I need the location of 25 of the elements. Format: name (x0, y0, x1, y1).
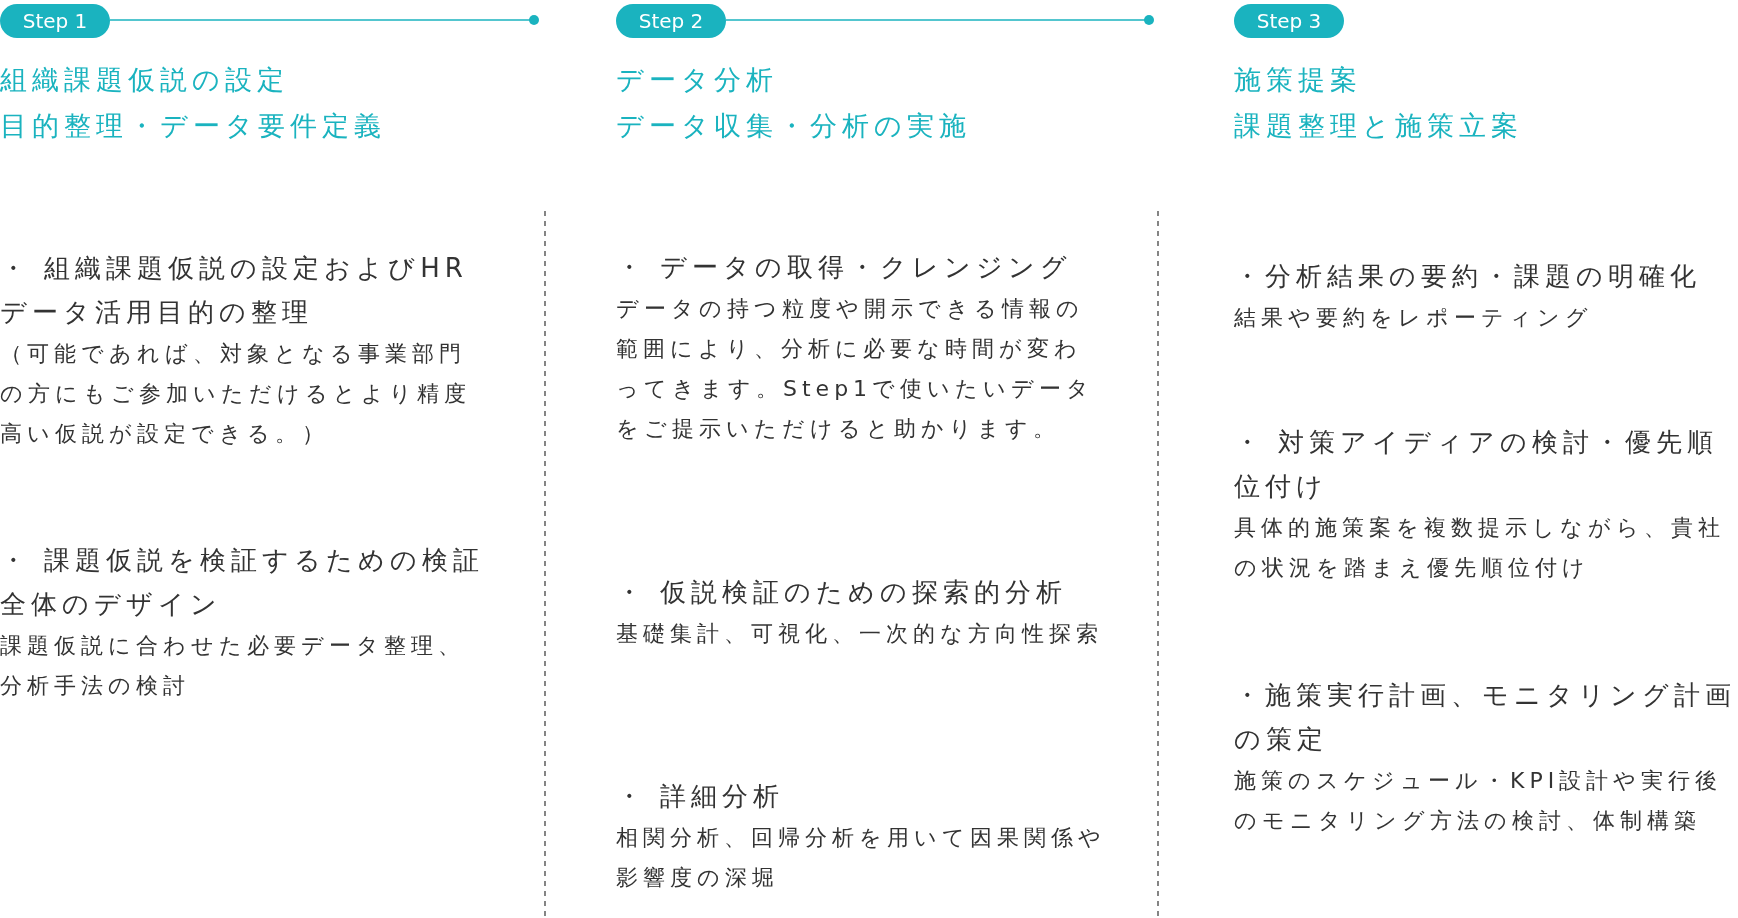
item-heading: ・ 対策アイディアの検討・優先順位付け (1234, 426, 1720, 503)
item-description: 結果や要約をレポーティング (1234, 304, 1594, 332)
item-description: 具体的施策案を複数提示しながら、貴社の状況を踏まえ優先順位付け (1234, 514, 1726, 582)
item-heading: ・ 組織課題仮説の設定およびHRデータ活用目的の整理 (0, 252, 469, 329)
item-heading: ・施策実行計画、モニタリング計画の策定 (1234, 679, 1737, 756)
step-heading: 組織課題仮説の設定 (0, 63, 290, 97)
step-heading: 目的整理・データ要件定義 (0, 109, 387, 143)
item-description: （可能であれば、対象となる事業部門の方にもご参加いただけるとより精度高い仮説が設定できる。） (0, 340, 472, 448)
item-heading: ・ 詳細分析 (616, 780, 786, 813)
step-badge: Step 1 (0, 4, 110, 38)
step-heading: データ収集・分析の実施 (616, 109, 972, 143)
step-badge: Step 2 (616, 4, 726, 38)
item-description: 相関分析、回帰分析を用いて因果関係や影響度の深堀 (616, 824, 1106, 892)
step-badge: Step 3 (1234, 4, 1344, 38)
item-description: データの持つ粒度や開示できる情報の範囲により、分析に必要な時間が変わってきます。Step1で使いたいデータをご提示いただけると助かります。 (616, 295, 1096, 443)
step-heading: 課題整理と施策立案 (1234, 109, 1524, 143)
item-description: 基礎集計、可視化、一次的な方向性探索 (616, 620, 1104, 648)
step-heading: 施策提案 (1234, 63, 1363, 97)
item-heading: ・ 仮説検証のための探索的分析 (616, 576, 1069, 609)
item-heading: ・分析結果の要約・課題の明確化 (1234, 260, 1702, 293)
item-heading: ・ データの取得・クレンジング (616, 251, 1074, 284)
item-description: 施策のスケジュール・KPI設計や実行後のモニタリング方法の検討、体制構築 (1234, 767, 1724, 835)
item-description: 課題仮説に合わせた必要データ整理、分析手法の検討 (0, 632, 466, 700)
step-heading: データ分析 (616, 63, 779, 97)
item-heading: ・ 課題仮説を検証するための検証全体のデザイン (0, 544, 486, 621)
